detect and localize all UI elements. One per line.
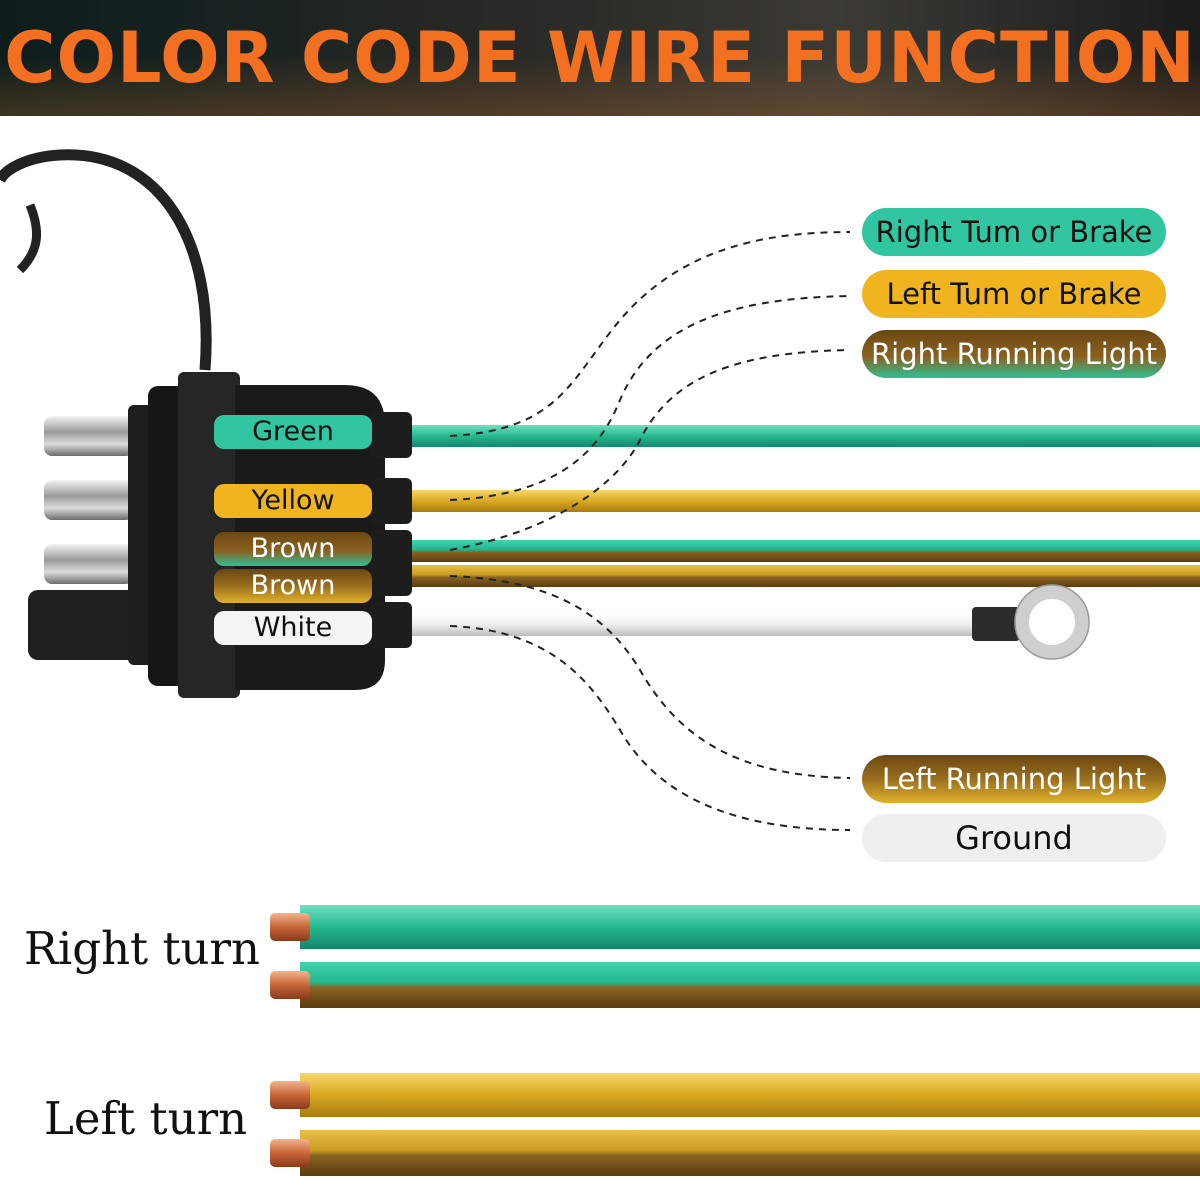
label-left-turn: Left turn — [44, 1092, 248, 1145]
cable-end — [16, 203, 42, 274]
green-wire — [410, 425, 1200, 447]
left-turn-wire-brown — [300, 1130, 1200, 1176]
wire-boot-3 — [370, 530, 412, 596]
right-turn-wire-green — [300, 905, 1200, 949]
brown-wire-right — [410, 540, 1200, 562]
copper-strand-1 — [270, 913, 310, 941]
header-glow — [0, 56, 1200, 116]
label-green: Green — [214, 415, 372, 449]
wire-boot-4 — [370, 602, 412, 648]
label-brown-right: Brown — [214, 532, 372, 566]
leader-left-turn — [449, 295, 851, 501]
connector-pin-1 — [44, 416, 134, 456]
leader-right-turn — [449, 231, 851, 437]
copper-strand-2 — [270, 971, 310, 999]
copper-strand-3 — [270, 1081, 310, 1109]
label-white: White — [214, 611, 372, 645]
ring-terminal-icon — [1015, 585, 1089, 659]
connector-pin-3 — [44, 544, 134, 584]
copper-strand-4 — [270, 1139, 310, 1167]
connector-socket — [28, 590, 148, 660]
wire-boot-1 — [370, 412, 412, 458]
right-turn-wire-brown — [300, 962, 1200, 1008]
leader-right-running — [449, 349, 851, 551]
page-title: COLOR CODE WIRE FUNCTION — [4, 17, 1196, 99]
label-brown-left: Brown — [214, 569, 372, 603]
white-wire — [410, 614, 980, 636]
brown-wire-left — [410, 565, 1200, 587]
left-turn-wire-yellow — [300, 1073, 1200, 1117]
connector-pin-2 — [44, 480, 134, 520]
cable-loop — [0, 149, 212, 371]
leader-left-running — [449, 575, 851, 779]
function-right-running-light: Right Running Light — [862, 330, 1166, 378]
function-ground: Ground — [862, 814, 1166, 862]
ring-terminal-crimp — [972, 607, 1020, 641]
function-right-turn-brake: Right Tum or Brake — [862, 208, 1166, 256]
ring-terminal-outline — [1014, 584, 1090, 660]
label-yellow: Yellow — [214, 484, 372, 518]
function-left-running-light: Left Running Light — [862, 755, 1166, 803]
header-banner: COLOR CODE WIRE FUNCTION — [0, 0, 1200, 116]
leader-ground — [449, 625, 851, 831]
yellow-wire — [410, 490, 1200, 512]
label-right-turn: Right turn — [24, 922, 261, 975]
wire-boot-2 — [370, 478, 412, 524]
function-left-turn-brake: Left Tum or Brake — [862, 270, 1166, 318]
